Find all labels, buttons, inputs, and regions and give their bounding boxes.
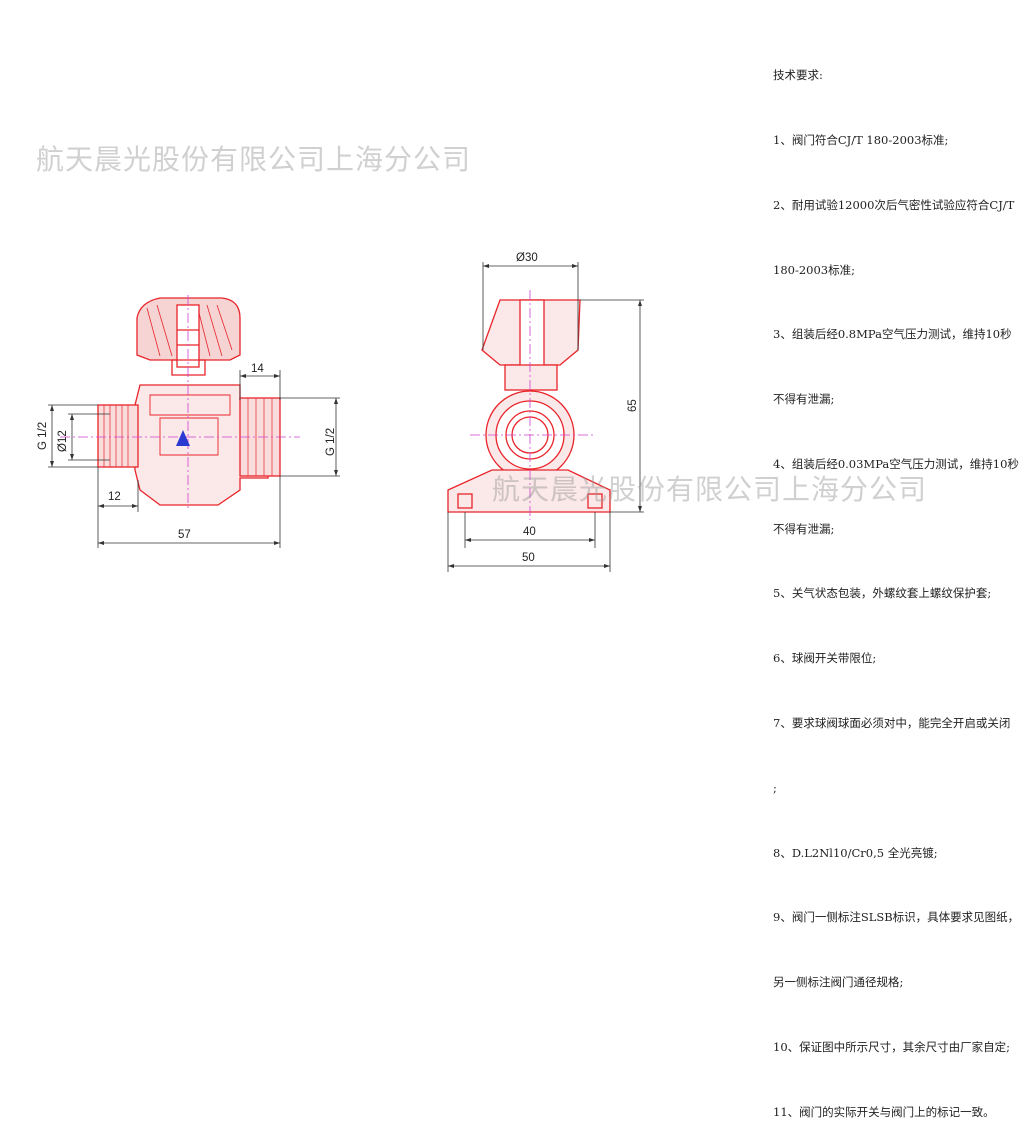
note-line: 3、组装后经0.8MPa空气压力测试，维持10秒 [773,327,1012,342]
technical-drawing: 14 G 1/2 Ø12 G 1/2 12 57 [37,252,644,572]
note-line: 5、关气状态包装，外螺纹套上螺纹保护套; [773,586,992,601]
front-axes [60,295,300,510]
note-line: 2、耐用试验12000次后气密性试验应符合CJ/T [773,197,1015,212]
technical-requirements: 技术要求: 1、阀门符合CJ/T 180-2003标准; 2、耐用试验12000… [773,22,1020,1145]
note-line: 不得有泄漏; [773,392,835,407]
side-base-hole-right [587,493,603,509]
dim-57: 57 [178,529,191,541]
front-dim-arrows [50,374,338,545]
side-dim-arrows [448,264,642,568]
note-line: 不得有泄漏; [773,521,835,536]
side-dimensions [447,262,644,572]
dim-phi12: Ø12 [57,430,69,452]
note-line: 1、阀门符合CJ/T 180-2003标准; [773,132,949,147]
note-line: 10、保证图中所示尺寸，其余尺寸由厂家自定; [773,1039,1011,1054]
left-thread-lines [97,405,129,467]
inner-section [149,394,231,456]
handle-hatch [146,304,233,357]
side-neck [504,364,558,391]
note-line: 4、组装后经0.03MPa空气压力测试，维持10秒 [773,456,1019,471]
side-axes [470,290,595,520]
note-line: 6、球阀开关带限位; [773,651,877,666]
note-line: 9、阀门一侧标注SLSB标识，具体要求见图纸， [773,910,1020,925]
dim-40: 40 [523,526,536,538]
front-view [97,297,281,506]
dim-phi30: Ø30 [516,252,538,264]
notes-title: 技术要求: [773,68,823,83]
dim-50: 50 [522,552,535,564]
flow-arrow-icon [176,430,190,446]
watermark-bottom: 航天晨光股份有限公司上海分公司 [492,473,928,506]
note-line: 11、阀门的实际开关与阀门上的标记一致。 [773,1104,995,1119]
note-line: 180-2003标准; [773,262,855,277]
dim-65: 65 [627,399,639,412]
dim-14: 14 [251,363,264,375]
left-thread [97,404,139,468]
dim-g12-right: G 1/2 [325,428,337,456]
side-base-hole-left [457,493,473,509]
watermark-top: 航天晨光股份有限公司上海分公司 [36,143,472,176]
note-line: 另一侧标注阀门通径规格; [773,975,904,990]
note-line: 7、要求球阀球面必须对中，能完全开启或关闭 [773,716,1011,730]
dim-12: 12 [108,491,121,503]
note-line: 8、D.L2Nl10/Cr0,5 全光亮镀; [773,845,938,860]
dim-g12-left: G 1/2 [37,422,49,450]
front-dimensions [48,370,340,548]
note-line: ; [773,780,777,795]
